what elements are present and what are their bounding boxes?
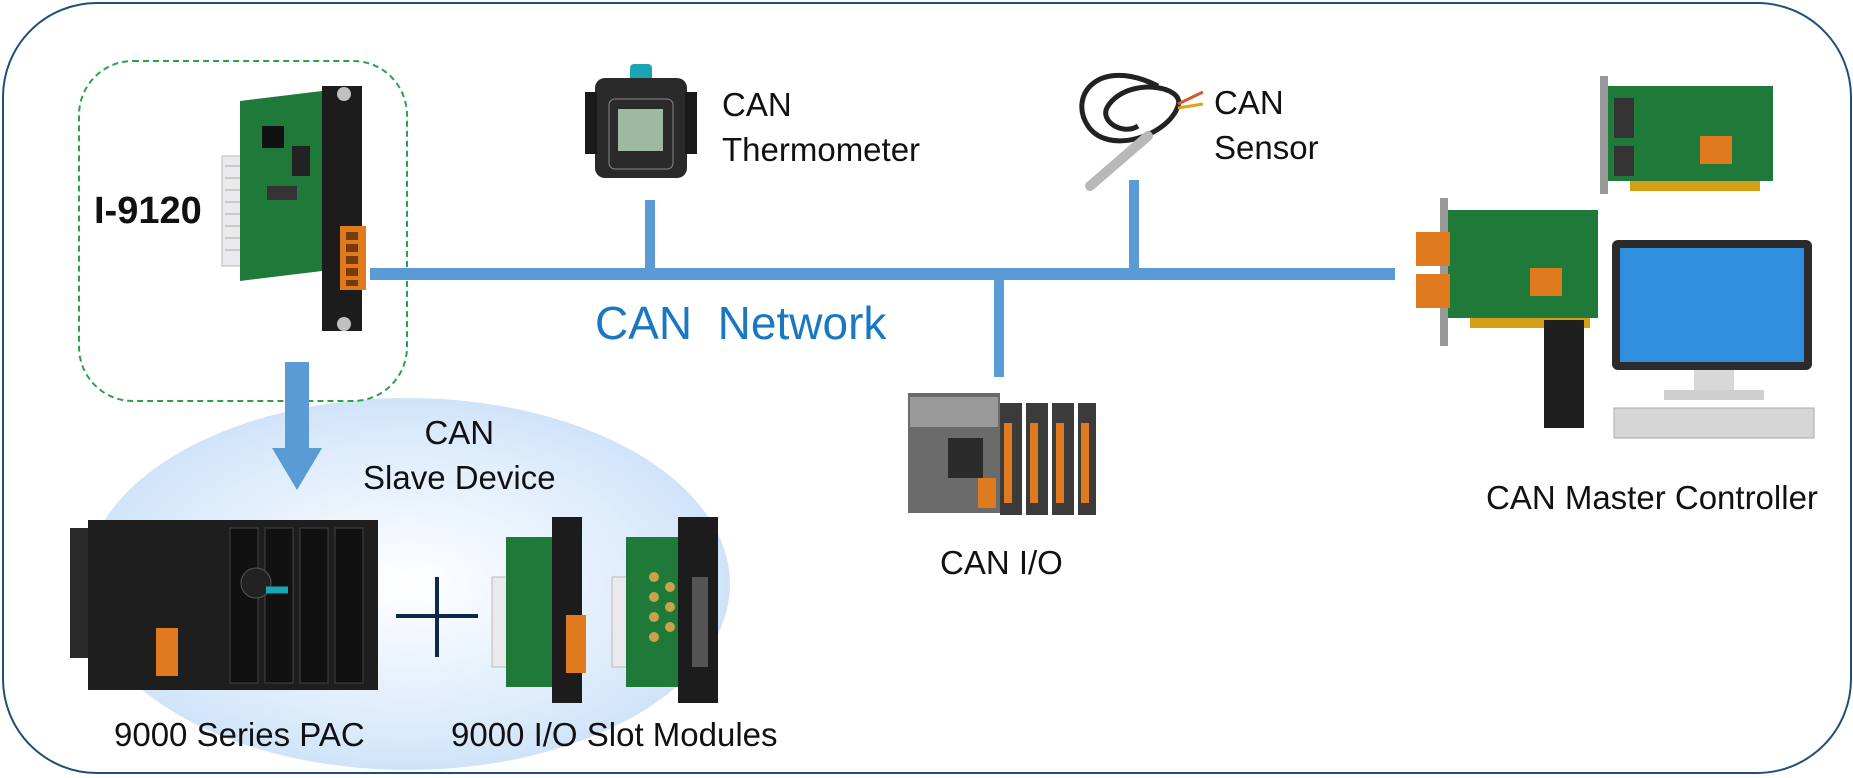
sensor-drop-line bbox=[1129, 180, 1139, 270]
sensor-probe-icon bbox=[1079, 72, 1204, 191]
io-drop-line bbox=[994, 275, 1004, 377]
can-io-unit-icon bbox=[908, 393, 1096, 515]
network-label: CAN Network bbox=[595, 297, 887, 349]
thermometer-device-icon bbox=[585, 64, 697, 178]
i9120-module-icon bbox=[221, 86, 366, 331]
thermometer-drop-line bbox=[645, 200, 655, 270]
slot-module-icon bbox=[611, 517, 718, 703]
computer-icon bbox=[1544, 240, 1815, 439]
pac-chassis-icon bbox=[70, 520, 378, 690]
master-controller-label: CAN Master Controller bbox=[1486, 479, 1818, 516]
slot-module-icon bbox=[491, 517, 586, 703]
plus-icon bbox=[396, 577, 478, 657]
module-name-label: I-9120 bbox=[94, 190, 202, 232]
down-arrow-icon bbox=[272, 362, 322, 490]
network-bus-line bbox=[370, 268, 1395, 280]
thermometer-label: CAN Thermometer bbox=[722, 86, 921, 168]
can-io-label: CAN I/O bbox=[940, 544, 1063, 581]
can-card-icon bbox=[1416, 198, 1598, 346]
can-card-icon bbox=[1600, 76, 1773, 194]
slot-modules-label: 9000 I/O Slot Modules bbox=[451, 716, 778, 753]
i9120-group-border bbox=[78, 60, 408, 402]
pac-label: 9000 Series PAC bbox=[114, 716, 365, 753]
sensor-label: CAN Sensor bbox=[1214, 84, 1319, 166]
slave-device-label: CAN Slave Device bbox=[363, 414, 556, 496]
